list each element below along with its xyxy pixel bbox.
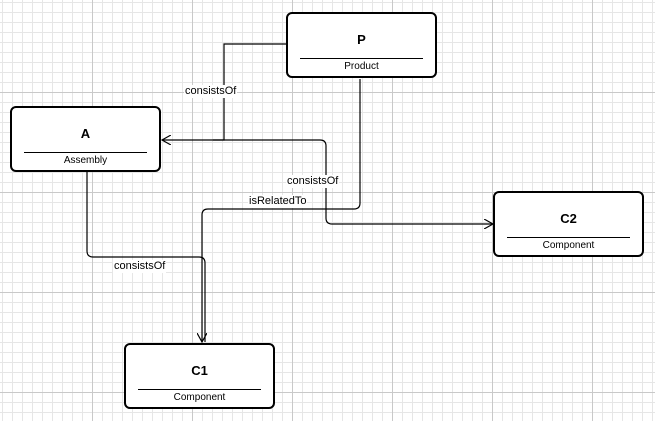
node-separator bbox=[138, 389, 261, 390]
node-separator bbox=[24, 152, 147, 153]
node-title: C1 bbox=[191, 363, 208, 378]
node-title: P bbox=[357, 32, 366, 47]
edge-p-to-c2 bbox=[213, 139, 493, 224]
node-subtitle: Component bbox=[173, 392, 226, 403]
node-subtitle: Assembly bbox=[63, 155, 108, 166]
node-separator bbox=[300, 58, 423, 59]
edge-a-to-c1 bbox=[86, 172, 206, 342]
edge-label-p-to-c1: isRelatedTo bbox=[248, 195, 308, 208]
edge-label-a-to-c1: consistsOf bbox=[113, 260, 167, 273]
node-separator bbox=[507, 237, 630, 238]
node-assembly[interactable]: A Assembly bbox=[10, 106, 161, 172]
node-subtitle: Component bbox=[542, 240, 595, 251]
node-component-c2[interactable]: C2 Component bbox=[493, 191, 644, 257]
edge-p-to-c1 bbox=[202, 79, 361, 342]
node-product[interactable]: P Product bbox=[286, 12, 437, 78]
edge-label-p-to-c2: consistsOf bbox=[286, 175, 340, 188]
node-subtitle: Product bbox=[344, 61, 379, 72]
node-title: A bbox=[80, 126, 91, 141]
edge-label-p-to-a: consistsOf bbox=[184, 85, 238, 98]
node-component-c1[interactable]: C1 Component bbox=[124, 343, 275, 409]
node-title: C2 bbox=[560, 211, 577, 226]
